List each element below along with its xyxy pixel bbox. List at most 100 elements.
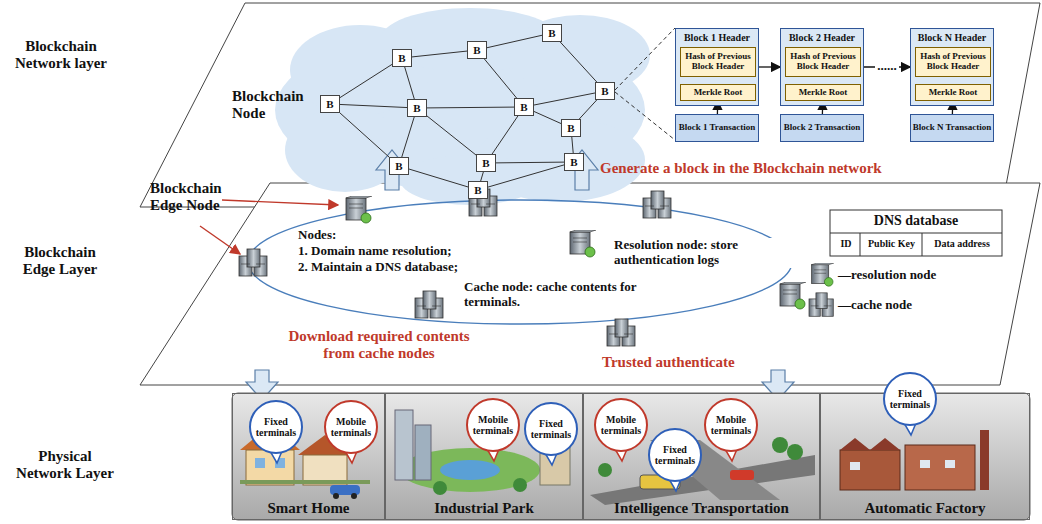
connector	[340, 113, 389, 157]
connector	[427, 107, 514, 109]
terminal-bubble: Mobile terminals	[704, 398, 758, 452]
text-label: ID	[832, 238, 860, 250]
text-label: Blockchain Edge Node	[150, 180, 242, 215]
text-label: DNS database	[832, 213, 1000, 229]
text-label: 2. Maintain a DNS database;	[296, 260, 460, 275]
node-text: Block 2 Header	[789, 32, 855, 43]
text-label: Cache node: cache contents for terminals…	[462, 280, 648, 310]
node-text: B	[398, 52, 405, 64]
node-text: Fixed terminals	[528, 418, 574, 440]
node-text: Intelligence Transportation	[614, 500, 789, 517]
connector	[534, 111, 561, 123]
text-label: Blockchain Network layer	[5, 38, 117, 73]
blockchain-node-box: B	[320, 95, 340, 113]
blockchain-node-box: B	[476, 154, 496, 172]
node-text: Smart Home	[267, 500, 349, 517]
text-label: 1. Domain name resolution;	[296, 244, 454, 259]
terminal-bubble: Mobile terminals	[594, 398, 648, 452]
node-text: B	[473, 44, 480, 56]
terminal-bubble: Fixed terminals	[648, 428, 702, 482]
node-text: Fixed terminals	[652, 444, 698, 466]
node-text: Merkle Root	[799, 88, 848, 98]
node-text: Mobile terminals	[598, 414, 644, 436]
connector	[340, 104, 407, 107]
node-text: Mobile terminals	[470, 414, 516, 436]
connector	[534, 93, 595, 105]
text-label: Blockchain Edge Layer	[8, 244, 112, 279]
node-text: B	[474, 184, 481, 196]
legend-text: —cache node	[838, 298, 912, 313]
blockchain-node-box: B	[468, 181, 488, 199]
node-text: Merkle Root	[694, 88, 743, 98]
node-text: Block 1 Header	[684, 32, 750, 43]
node-text: Automatic Factory	[864, 500, 985, 517]
blockchain-node-box: B	[407, 99, 427, 117]
connector	[759, 66, 780, 67]
node-text: B	[570, 156, 577, 168]
text-label: Trusted authenticate	[600, 354, 737, 371]
text-label: Resolution node: store authentication lo…	[612, 238, 796, 268]
node-text: B	[326, 98, 333, 110]
node-text: B	[601, 85, 608, 97]
blockchain-node-box: B	[564, 153, 584, 171]
connector	[405, 67, 415, 99]
blockchain-node-box: B	[561, 119, 581, 137]
connector	[492, 116, 518, 154]
node-text: B	[520, 101, 527, 113]
transaction-box: Block N Transaction	[910, 114, 994, 142]
terminal-bubble: Mobile terminals	[466, 398, 520, 452]
text-label: Nodes:	[296, 228, 338, 243]
connector	[496, 162, 564, 164]
connector	[484, 59, 516, 98]
node-text: Hash of Previous Block Header	[681, 52, 755, 72]
node-text: Mobile terminals	[328, 416, 374, 438]
terminal-bubble: Fixed terminals	[883, 372, 937, 426]
connector	[488, 165, 564, 187]
node-text: Block N Transaction	[913, 123, 992, 133]
header-field: Hash of Previous Block Header	[915, 47, 991, 77]
node-text: Block N Header	[918, 32, 986, 43]
node-text: B	[395, 160, 402, 172]
text-label: Blockchain Node	[232, 88, 310, 123]
transaction-box: Block 2 Transaction	[780, 114, 864, 142]
scene-panel: Intelligence Transportation Mobile termin…	[583, 393, 820, 520]
connector	[560, 42, 597, 82]
connector	[572, 137, 573, 153]
header-field: Merkle Root	[785, 84, 861, 101]
node-text: B	[482, 157, 489, 169]
text-label: Generate a block in the Blockchain netwo…	[600, 160, 1000, 177]
node-text: Industrial Park	[434, 500, 534, 517]
node-text: Block 1 Transaction	[679, 123, 756, 133]
blockchain-node-box: B	[514, 98, 534, 116]
connector	[487, 35, 542, 47]
node-text: B	[413, 102, 420, 114]
text-label: Physical Network Layer	[10, 448, 120, 483]
node-text: Block 2 Transaction	[784, 123, 861, 133]
terminal-bubble: Fixed terminals	[249, 400, 303, 454]
text-label: Public Key	[861, 238, 922, 250]
legend-text: —resolution node	[838, 268, 936, 283]
node-text: Merkle Root	[929, 88, 978, 98]
scene-panel: Automatic FactoryFixed terminals	[820, 393, 1030, 520]
node-text: Fixed terminals	[887, 388, 933, 410]
edge-label: ......	[875, 59, 899, 72]
text-label: Download required contents from cache no…	[272, 328, 486, 363]
blockchain-node-box: B	[542, 24, 562, 42]
header-field: Merkle Root	[680, 84, 756, 101]
header-field: Hash of Previous Block Header	[680, 47, 756, 77]
scene-panel: Smart Home Fixed terminals Mobile terminal…	[232, 393, 385, 520]
node-text: B	[567, 122, 574, 134]
connector	[481, 172, 484, 181]
header-field: Merkle Root	[915, 84, 991, 101]
block-header: Block 2 HeaderHash of Previous Block Hea…	[780, 28, 864, 106]
transaction-box: Block 1 Transaction	[675, 114, 759, 142]
blockchain-node-box: B	[595, 82, 615, 100]
block-header: Block N HeaderHash of Previous Block Hea…	[910, 28, 994, 106]
node-text: Hash of Previous Block Header	[916, 52, 990, 72]
block-header: Block 1 HeaderHash of Previous Block Hea…	[675, 28, 759, 106]
header-field: Hash of Previous Block Header	[785, 47, 861, 77]
terminal-bubble: Mobile terminals	[324, 400, 378, 454]
node-text: Fixed terminals	[253, 416, 299, 438]
